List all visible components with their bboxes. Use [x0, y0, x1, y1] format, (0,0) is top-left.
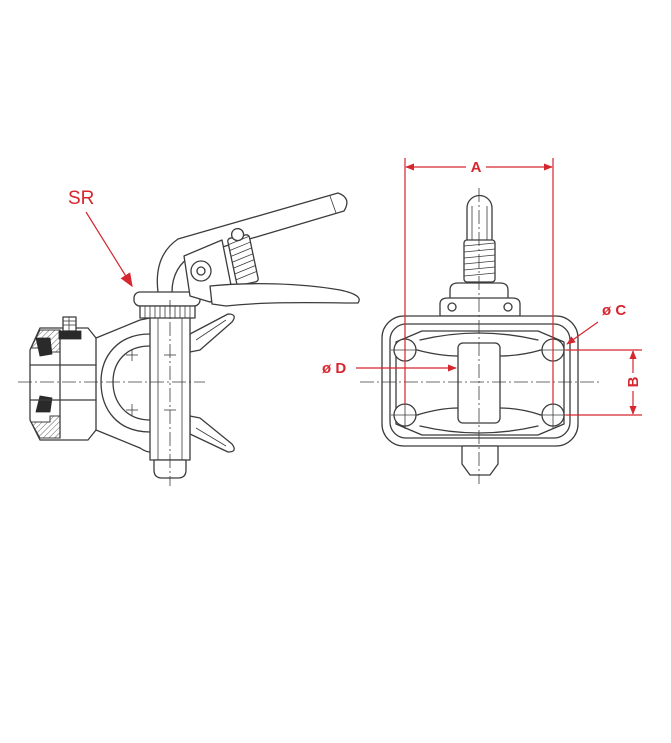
collar-top: [449, 282, 509, 301]
coil: [230, 247, 252, 257]
collar-ribs: [144, 306, 191, 318]
a-label: A: [471, 159, 482, 176]
handle-grip-end: [329, 195, 337, 214]
collar-bolt: [447, 302, 457, 312]
c-leader: [566, 321, 599, 345]
c-label: ø C: [602, 302, 626, 319]
spring-cap: [230, 227, 245, 242]
upper-prong: [189, 313, 235, 353]
lower-prong: [189, 415, 235, 453]
body-bottom-edge: [95, 429, 141, 449]
front-collar: [439, 282, 521, 317]
coil: [233, 259, 255, 269]
fork-arm-bottom-left: [416, 407, 459, 416]
coil: [229, 241, 251, 251]
lever-handle: [156, 192, 360, 307]
spring-coils: [463, 242, 496, 277]
coil: [232, 253, 254, 263]
coil: [234, 265, 256, 275]
coil: [463, 272, 496, 277]
pin-tip: [153, 459, 187, 479]
dimension-b: B: [566, 349, 642, 416]
dimension-d: ø D: [322, 360, 457, 377]
collar-base: [439, 297, 521, 317]
collar: [133, 291, 201, 319]
body-top-edge: [95, 319, 141, 339]
lever-spring: [227, 227, 259, 286]
handle-outline: [156, 192, 348, 293]
collar-bolt: [503, 302, 513, 312]
coil: [235, 271, 257, 281]
hex-nut: [29, 316, 97, 441]
spring-coils: [228, 235, 257, 281]
coupling-body: [95, 317, 151, 453]
coil: [463, 260, 496, 265]
front-body: [381, 315, 579, 447]
dimension-a: A: [404, 158, 554, 404]
fork-arm-bottom-right: [499, 407, 542, 416]
sr-annotation: SR: [68, 188, 133, 288]
hook-outer: [100, 333, 151, 433]
front-view: A ø C ø D B: [322, 158, 642, 484]
coil: [463, 242, 496, 247]
dimension-c: ø C: [566, 302, 626, 345]
nipple-body: [62, 316, 77, 332]
b-label: B: [625, 376, 642, 387]
coil: [463, 248, 496, 253]
side-view: SR: [18, 188, 360, 486]
seal-top: [35, 337, 53, 357]
body-bottom-join: [139, 447, 151, 453]
body-inner: [389, 323, 571, 439]
front-spring: [463, 239, 496, 283]
sr-label: SR: [68, 188, 94, 209]
nipple-base: [58, 330, 82, 340]
jaw-prongs: [189, 313, 235, 453]
release-lever: [209, 283, 360, 307]
hook-inner: [112, 345, 151, 421]
collar-ribbed-band: [139, 305, 196, 319]
coil: [463, 266, 496, 271]
fork-arm-top-left: [416, 349, 459, 357]
prong-detail: [195, 427, 227, 447]
fork-arm-top-right: [499, 349, 542, 357]
front-pin-tip: [461, 445, 499, 476]
sr-arrow: [85, 211, 133, 288]
d-label: ø D: [322, 360, 346, 377]
coil: [463, 254, 496, 259]
prong-detail: [195, 319, 227, 341]
grease-nipple: [58, 316, 82, 340]
pivot-inner: [196, 266, 206, 276]
